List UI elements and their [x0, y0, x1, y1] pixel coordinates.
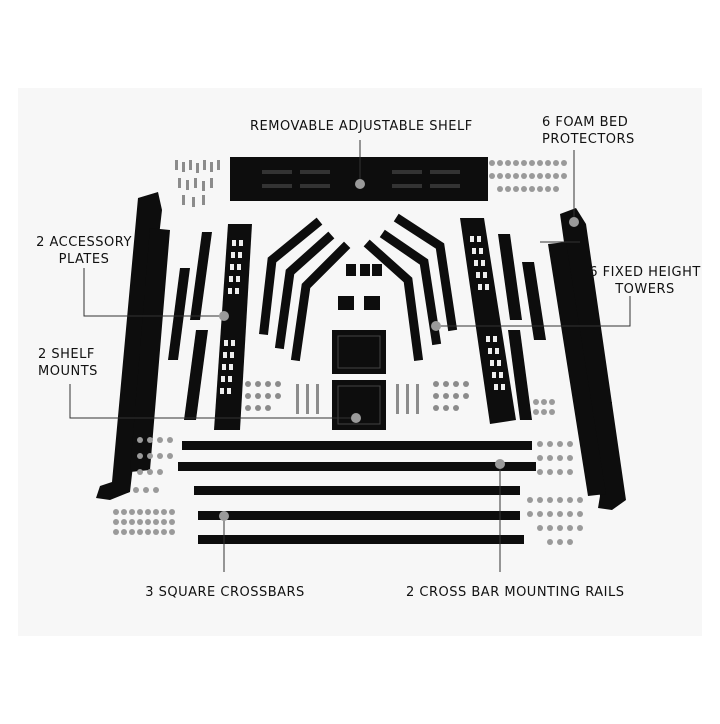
label-shelf-mounts-line1: 2 SHELF [38, 347, 95, 362]
hardware-bottom-right [527, 399, 583, 545]
shelf-mount-top [332, 330, 386, 374]
label-square-crossbars: 3 SQUARE CROSSBARS [145, 585, 305, 600]
callout-lines [69, 140, 631, 572]
label-accessory-line1: 2 ACCESSORY [36, 235, 132, 250]
square-crossbar-1 [194, 486, 520, 495]
label-foam-line1: 6 FOAM BED [542, 115, 629, 130]
square-crossbar-3 [198, 535, 524, 544]
removable-shelf [230, 157, 488, 201]
left-small-bars [168, 232, 212, 420]
label-shelf-mounts: 2 SHELF MOUNTS [38, 346, 98, 380]
label-accessory-plates: 2 ACCESSORY PLATES [28, 234, 140, 268]
center-brackets [338, 264, 382, 310]
label-foam-protectors: 6 FOAM BED PROTECTORS [542, 114, 635, 148]
callout-markers [219, 179, 579, 521]
hardware-bottom-left [113, 437, 175, 535]
label-fixed-height-towers: 6 FIXED HEIGHT TOWERS [586, 264, 704, 298]
label-removable-shelf: REMOVABLE ADJUSTABLE SHELF [250, 119, 473, 134]
label-mounting-rails: 2 CROSS BAR MOUNTING RAILS [406, 585, 625, 600]
square-crossbar-2 [198, 511, 520, 520]
cross-bar-mounting-rail-1 [182, 441, 532, 450]
towers-left [259, 217, 351, 362]
accessory-plate-right [460, 218, 516, 424]
shelf-mount-bottom [332, 380, 386, 430]
left-side-rail [96, 192, 170, 500]
hardware-nuts-top-right [489, 160, 567, 192]
label-shelf-mounts-line2: MOUNTS [38, 364, 98, 379]
label-towers-line2: TOWERS [615, 282, 675, 297]
accessory-plate-left [214, 224, 252, 430]
hardware-bolts-top-left [175, 160, 220, 207]
label-foam-line2: PROTECTORS [542, 132, 635, 147]
hardware-middle [245, 381, 469, 414]
towers-right [363, 213, 458, 362]
label-towers-line1: 6 FIXED HEIGHT [589, 265, 701, 280]
cross-bar-mounting-rail-2 [178, 462, 536, 471]
right-small-bars [498, 234, 546, 420]
right-side-rail [548, 208, 626, 510]
label-accessory-line2: PLATES [58, 252, 110, 267]
